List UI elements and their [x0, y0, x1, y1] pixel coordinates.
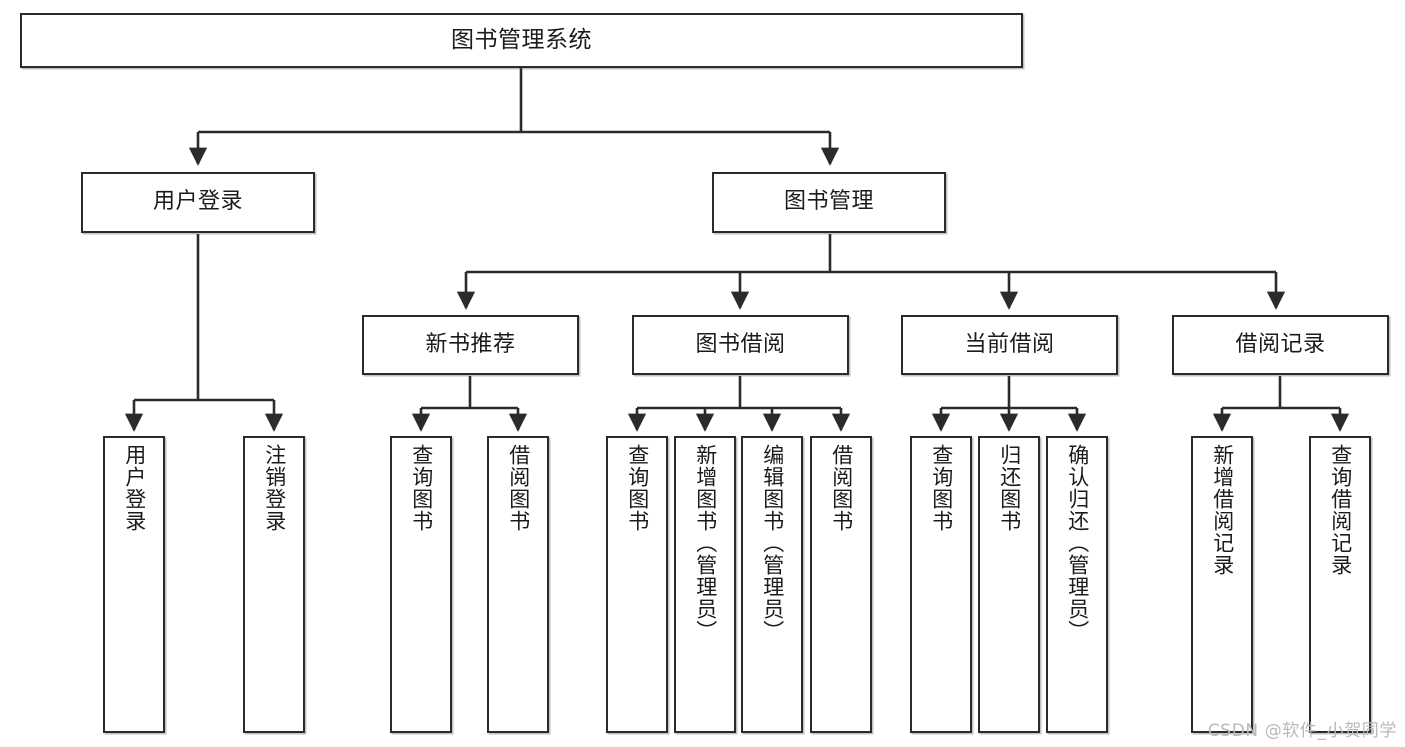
- leaf-borrow-query-book[interactable]: 查询图书: [606, 436, 668, 733]
- node-label: 图书管理: [783, 189, 874, 215]
- node-label: 查询借阅记录: [1328, 444, 1353, 576]
- node-root-system[interactable]: 图书管理系统: [20, 13, 1023, 68]
- node-label: 查询图书: [929, 444, 954, 532]
- node-label: 确认归还（管理员）: [1065, 444, 1090, 642]
- node-label: 新书推荐: [425, 331, 516, 357]
- node-label: 查询图书: [625, 444, 650, 532]
- node-label: 新增图书（管理员）: [693, 444, 718, 642]
- node-label: 新增借阅记录: [1210, 444, 1235, 576]
- node-label: 图书管理系统: [451, 26, 592, 53]
- node-label: 归还图书: [997, 444, 1022, 532]
- node-label: 借阅图书: [829, 444, 854, 532]
- node-label: 用户登录: [122, 444, 147, 532]
- node-label: 用户登录: [152, 189, 243, 215]
- leaf-borrow-borrow-book[interactable]: 借阅图书: [810, 436, 872, 733]
- leaf-recommend-borrow-book[interactable]: 借阅图书: [487, 436, 549, 733]
- node-new-book-recommend[interactable]: 新书推荐: [362, 315, 579, 375]
- leaf-borrow-edit-book[interactable]: 编辑图书（管理员）: [741, 436, 803, 733]
- leaf-user-login-login[interactable]: 用户登录: [103, 436, 165, 733]
- leaf-user-login-logout[interactable]: 注销登录: [243, 436, 305, 733]
- csdn-watermark: CSDN @软件_小贺同学: [1207, 721, 1397, 741]
- leaf-recommend-query-book[interactable]: 查询图书: [390, 436, 452, 733]
- leaf-current-return-book[interactable]: 归还图书: [978, 436, 1040, 733]
- node-borrow-record[interactable]: 借阅记录: [1172, 315, 1389, 375]
- node-label: 编辑图书（管理员）: [760, 444, 785, 642]
- node-current-borrow[interactable]: 当前借阅: [901, 315, 1118, 375]
- node-label: 当前借阅: [964, 331, 1055, 357]
- leaf-current-query-book[interactable]: 查询图书: [910, 436, 972, 733]
- node-label: 注销登录: [262, 444, 287, 532]
- node-label: 借阅记录: [1235, 331, 1326, 357]
- leaf-record-query-record[interactable]: 查询借阅记录: [1309, 436, 1371, 733]
- node-label: 查询图书: [409, 444, 434, 532]
- node-user-login[interactable]: 用户登录: [81, 172, 315, 233]
- leaf-current-confirm-return[interactable]: 确认归还（管理员）: [1046, 436, 1108, 733]
- node-label: 借阅图书: [506, 444, 531, 532]
- leaf-borrow-add-book[interactable]: 新增图书（管理员）: [674, 436, 736, 733]
- leaf-record-add-record[interactable]: 新增借阅记录: [1191, 436, 1253, 733]
- node-book-management[interactable]: 图书管理: [712, 172, 946, 233]
- node-label: 图书借阅: [695, 331, 786, 357]
- node-book-borrow[interactable]: 图书借阅: [632, 315, 849, 375]
